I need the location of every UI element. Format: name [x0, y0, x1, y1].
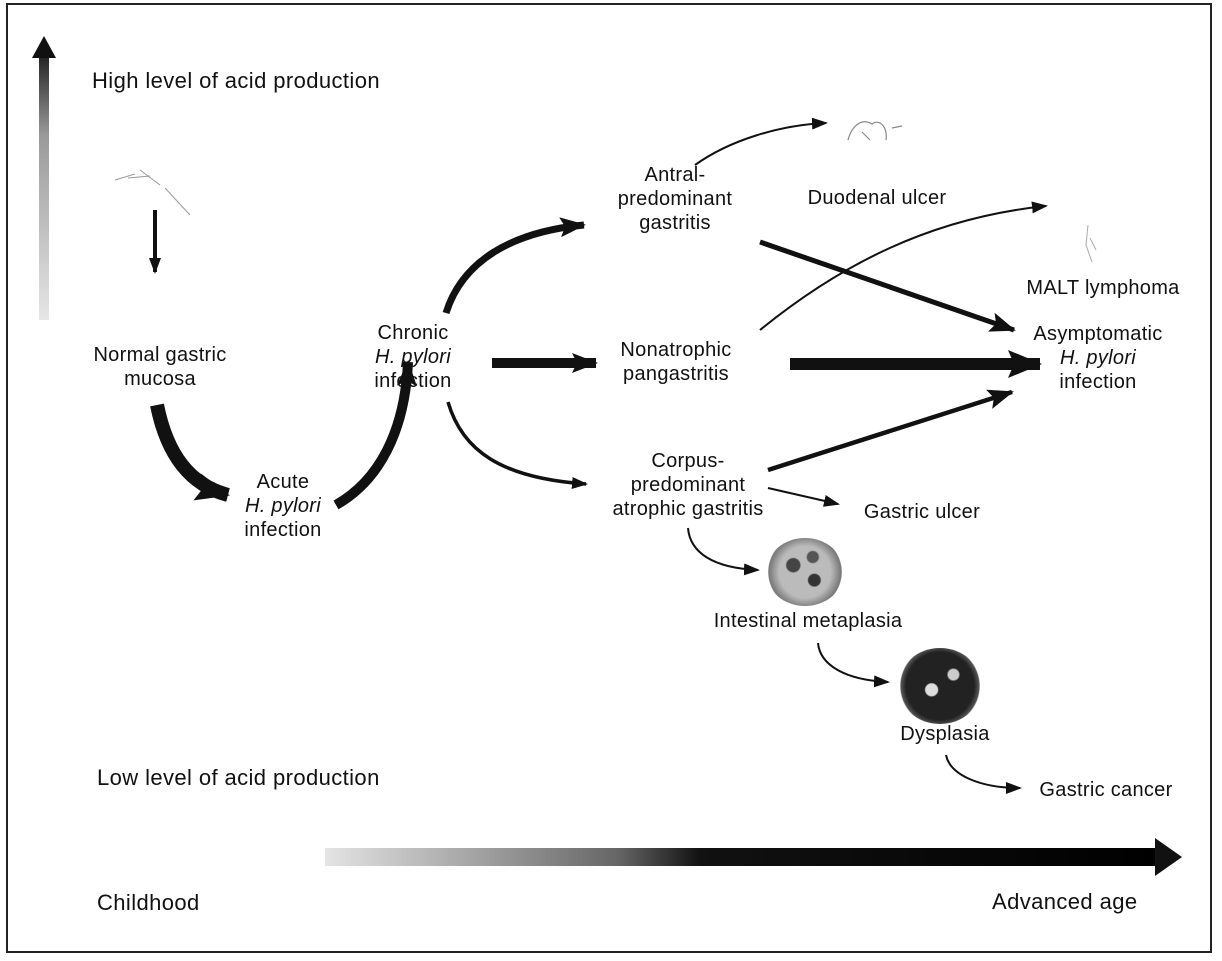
acid-high-label: High level of acid production [92, 68, 380, 93]
corpus-gastritis-label: Corpus- predominant atrophic gastritis [612, 450, 764, 520]
arrow-corpus-to-asymptomatic [767, 389, 1014, 473]
arrow-acute-to-chronic [333, 360, 417, 510]
dysplasia-micrograph [898, 648, 982, 724]
normal-mucosa-label: Normal gastric mucosa [93, 344, 227, 390]
acid-axis-arrow [32, 36, 56, 320]
arrow-corpus-to-gastric-ulcer [767, 487, 840, 507]
arrow-corpus-to-metaplasia [687, 527, 760, 576]
age-start-label: Childhood [97, 890, 200, 915]
intestinal-metaplasia-micrograph [766, 538, 844, 606]
asymptomatic-infection-label: Asymptomatic H. pylori infection [1033, 323, 1163, 393]
intestinal-metaplasia-label: Intestinal metaplasia [713, 610, 903, 632]
arrow-antral-to-asymptomatic [759, 239, 1016, 333]
arrow-metaplasia-to-dysplasia [817, 642, 890, 688]
dysplasia-label: Dysplasia [900, 723, 990, 745]
duodenal-ulcer-sketch [847, 121, 903, 141]
age-axis-arrow [325, 838, 1182, 876]
malt-lymphoma-label: MALT lymphoma [1026, 277, 1180, 299]
gastric-ulcer-label: Gastric ulcer [863, 501, 981, 523]
arrow-chronic-to-corpus [446, 401, 588, 490]
chronic-infection-label: Chronic H. pylori infection [374, 322, 452, 392]
arrow-nonatrophic-to-malt [759, 201, 1048, 331]
arrow-mucosa-to-acute [150, 403, 231, 502]
duodenal-ulcer-label: Duodenal ulcer [807, 187, 947, 209]
age-end-label: Advanced age [992, 889, 1138, 914]
arrow-antral-to-duodenal [694, 117, 828, 166]
acid-low-label: Low level of acid production [97, 765, 380, 790]
acute-infection-label: Acute H. pylori infection [244, 471, 322, 541]
arrow-chronic-to-antral [442, 217, 586, 315]
arrow-dysplasia-to-cancer [945, 754, 1022, 794]
antral-gastritis-label: Antral- predominant gastritis [617, 164, 733, 234]
figure-frame [6, 3, 1212, 953]
malt-lymphoma-sketch [1085, 224, 1097, 263]
mucosa-sketch [114, 169, 191, 216]
nonatrophic-pangastritis-label: Nonatrophic pangastritis [620, 339, 732, 385]
gastric-cancer-label: Gastric cancer [1039, 779, 1173, 801]
